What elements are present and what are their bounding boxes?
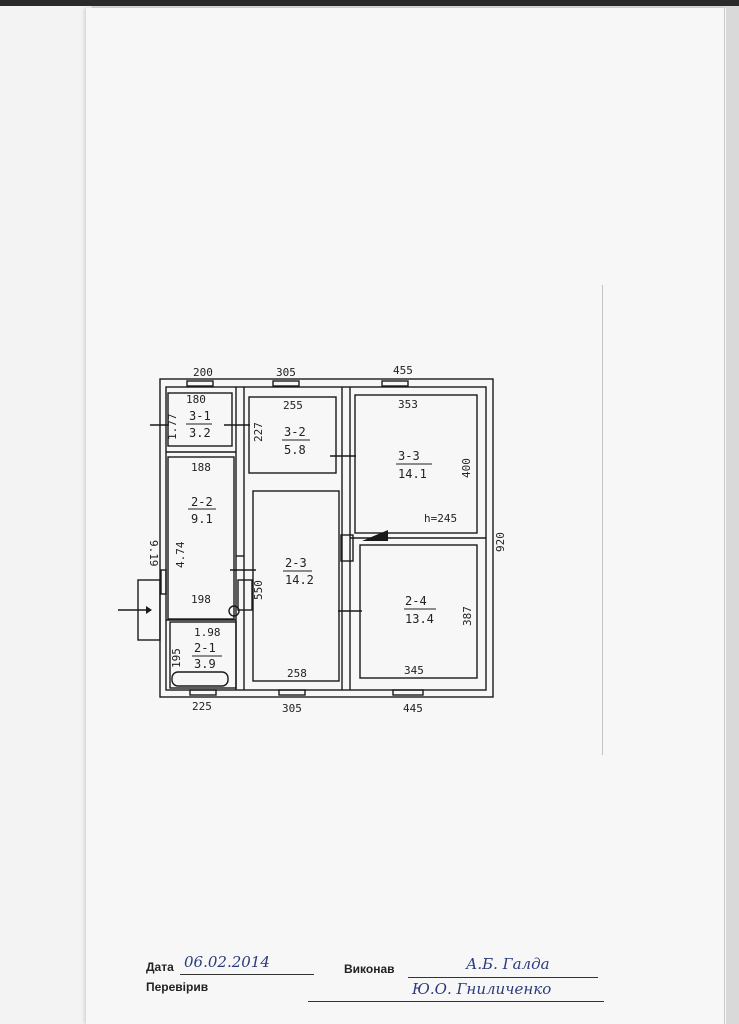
- bathtub: [171, 671, 229, 687]
- room-2-2-outline: [167, 456, 235, 620]
- dim-198: 198: [191, 593, 211, 606]
- dim-right: 920: [494, 532, 507, 552]
- dim-195: 195: [170, 648, 183, 668]
- checked-signature: Ю.О. Гниличенко: [412, 980, 552, 998]
- date-value: 06.02.2014: [184, 953, 270, 971]
- frame-guide-line: [602, 285, 603, 755]
- stove: [237, 579, 253, 611]
- room-3-2-area: 5.8: [284, 443, 306, 457]
- performed-label: Виконав: [344, 962, 395, 976]
- date-label: Дата: [146, 960, 174, 974]
- dim-bottom-right: 445: [403, 702, 423, 715]
- dim-387: 387: [461, 606, 474, 626]
- room-2-2-id: 2-2: [191, 495, 213, 509]
- dim-198b: 1.98: [194, 626, 221, 639]
- room-3-3-area: 14.1: [398, 467, 427, 481]
- window: [278, 689, 306, 696]
- stair-arrow: [362, 530, 388, 541]
- underlying-page: [0, 6, 93, 1024]
- document-page: [86, 8, 726, 1024]
- room-3-1-outline: [167, 392, 233, 447]
- checked-underline: [308, 1001, 604, 1002]
- dim-top-left: 200: [193, 366, 213, 379]
- room-2-3-outline: [252, 490, 340, 682]
- checked-label: Перевірив: [146, 980, 209, 994]
- room-3-1-id: 3-1: [189, 409, 211, 423]
- room-2-3-id: 2-3: [285, 556, 307, 570]
- heater-symbol: [228, 605, 240, 617]
- room-2-2-area: 9.1: [191, 512, 213, 526]
- room-3-3-id: 3-3: [398, 449, 420, 463]
- performed-signature: А.Б. Галда: [466, 955, 550, 973]
- room-2-1-id: 2-1: [194, 641, 216, 655]
- room-2-3-area: 14.2: [285, 573, 314, 587]
- dim-400: 400: [460, 458, 473, 478]
- dim-474: 4.74: [174, 541, 187, 568]
- room-3-2-id: 3-2: [284, 425, 306, 439]
- dim-345: 345: [404, 664, 424, 677]
- performed-underline: [408, 977, 598, 978]
- room-3-3-outline: [354, 394, 478, 534]
- window: [186, 380, 214, 387]
- dim-353: 353: [398, 398, 418, 411]
- scanner-top-edge: [0, 0, 739, 6]
- stair-box: [340, 534, 354, 562]
- window: [272, 380, 300, 387]
- window: [189, 689, 217, 696]
- dim-180: 180: [186, 393, 206, 406]
- dim-258: 258: [287, 667, 307, 680]
- dim-255: 255: [283, 399, 303, 412]
- dim-227: 227: [252, 422, 265, 442]
- window: [381, 380, 409, 387]
- dim-177: 1.77: [166, 414, 179, 441]
- outer-wall-outer: [159, 378, 494, 698]
- dim-188: 188: [191, 461, 211, 474]
- page-fold-line: [724, 8, 725, 1024]
- dim-bottom-mid: 305: [282, 702, 302, 715]
- dim-top-right: 455: [393, 364, 413, 377]
- dim-550: 550: [252, 580, 265, 600]
- room-2-1-area: 3.9: [194, 657, 216, 671]
- room-2-4-id: 2-4: [405, 594, 427, 608]
- entrance-arrow-head: [146, 606, 152, 614]
- room-2-4-area: 13.4: [405, 612, 434, 626]
- dim-bottom-left: 225: [192, 700, 212, 713]
- dim-ceiling-height: h=245: [424, 512, 457, 525]
- room-3-2-outline: [248, 396, 337, 474]
- window: [160, 569, 167, 595]
- window: [392, 689, 424, 696]
- room-3-1-area: 3.2: [189, 426, 211, 440]
- date-underline: [180, 974, 314, 975]
- dim-top-mid: 305: [276, 366, 296, 379]
- dim-left: 9.19: [147, 540, 160, 567]
